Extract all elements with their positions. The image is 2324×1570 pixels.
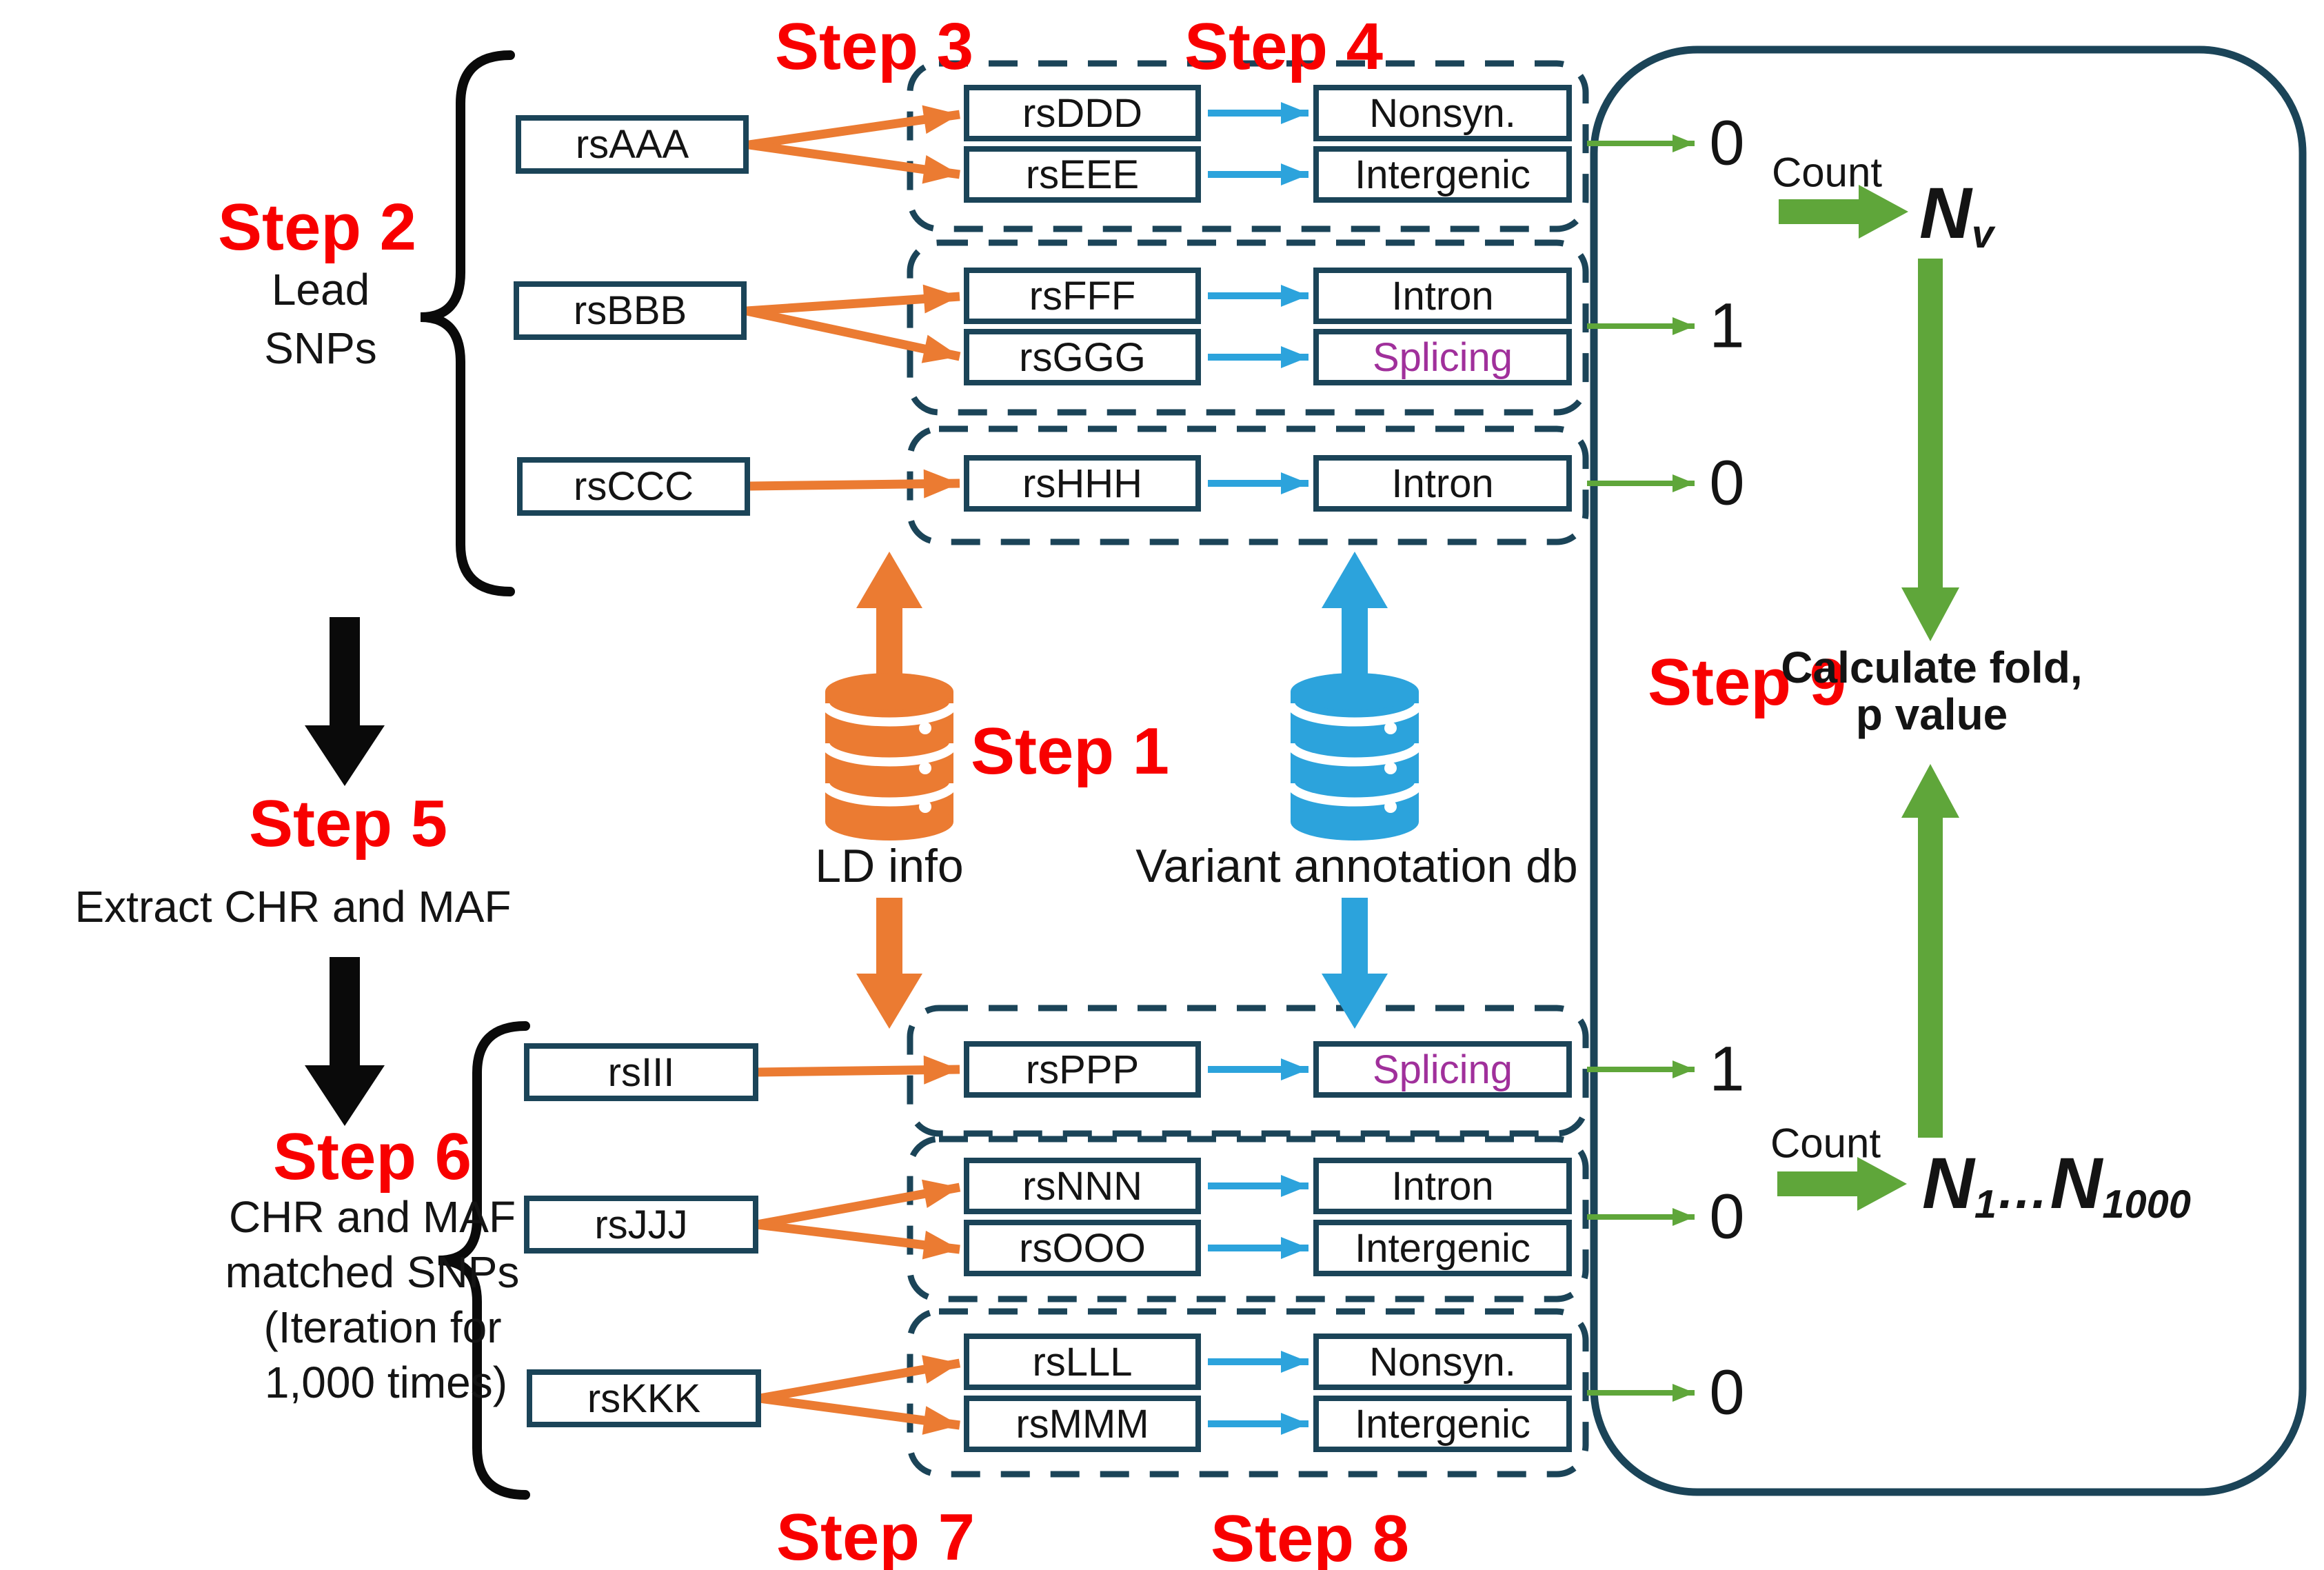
arrow-rsJJJ-rsNNN [756,1179,961,1229]
nseries-base2: N [2050,1143,2103,1224]
step6-desc-line1: CHR and MAF [228,1192,516,1242]
count-bottomgroup2: 0 [1709,1181,1745,1252]
proxy-box-rsPPP: rsPPP [964,1041,1201,1098]
arrow-rsAAA-rsEEE [748,140,960,184]
step2-label: Step 2 [217,190,417,264]
arrow-rsIII-rsPPP [756,1055,960,1085]
proxy-box-rsMMM: rsMMM [964,1396,1201,1452]
proxy-box-rsEEE: rsEEE [964,146,1201,203]
arrow-rsCCC-rsHHH [749,469,960,499]
annotation-box-intron-1: Intron [1313,268,1572,324]
proxy-box-rsFFF: rsFFF [964,268,1201,324]
lead-title-line2: SNPs [264,323,377,373]
nseries-sub1: 1 [1974,1182,1997,1227]
matched-snp-box-rsKKK: rsKKK [527,1369,761,1427]
proxy-box-rsOOO: rsOOO [964,1220,1201,1276]
annotation-box-splicing-1: Splicing [1313,329,1572,385]
annotation-box-intron-2: Intron [1313,455,1572,512]
proxy-box-rsGGG: rsGGG [964,329,1201,385]
count-topgroup2: 1 [1709,290,1745,361]
step6-desc-line4: 1,000 times) [264,1358,508,1407]
nseries-dots: … [1996,1162,2050,1220]
arrow-variantdb-up [1322,552,1388,679]
arrow-step2-to-step5 [305,617,385,786]
nv-subscript: v [1971,212,1994,256]
matched-snp-box-rsIII: rsIII [524,1043,758,1101]
step6-desc-line3: (Iteration for [263,1302,502,1352]
annotation-box-intergenic-2: Intergenic [1313,1220,1572,1276]
arrow-nv-to-calc [1901,259,1959,641]
arrow-variantdb-down [1322,898,1388,1029]
nseries-base1: N [1922,1143,1974,1224]
step7-label: Step 7 [776,1500,976,1570]
lead-snp-box-rsBBB: rsBBB [514,281,747,340]
proxy-box-rsLLL: rsLLL [964,1334,1201,1390]
arrow-rsBBB-rsGGG [745,306,961,363]
step6-desc-line2: matched SNPs [225,1247,520,1297]
step3-label: Step 3 [774,10,974,83]
nv-base: N [1919,173,1972,254]
count-bottomgroup1: 1 [1709,1034,1745,1105]
proxy-box-rsNNN: rsNNN [964,1158,1201,1214]
count-label-top: Count [1771,149,1883,196]
annotation-box-splicing-2: Splicing [1313,1041,1572,1098]
arrow-ld-up [856,552,922,679]
step8-label: Step 8 [1210,1502,1410,1570]
ld-info-label: LD info [815,840,964,892]
lead-snp-box-rsCCC: rsCCC [517,457,750,516]
arrow-nseries-to-calc [1901,764,1959,1138]
proxy-box-rsHHH: rsHHH [964,455,1201,512]
step5-desc: Extract CHR and MAF [74,882,512,932]
step6-label: Step 6 [272,1120,472,1194]
variant-db-label: Variant annotation db [1135,840,1578,892]
calc-line2: p value [1855,690,2008,739]
count-label-bottom: Count [1770,1120,1881,1167]
nv-term: Nv [1919,172,1994,256]
lead-snp-box-rsAAA: rsAAA [516,115,749,174]
matched-snp-box-rsJJJ: rsJJJ [524,1196,758,1254]
step9-container [1590,46,2307,1496]
step5-label: Step 5 [248,787,448,861]
lead-title-line1: Lead [271,265,370,314]
step1-label: Step 1 [970,714,1170,788]
arrow-rsKKK-rsLLL [758,1355,961,1403]
nseries-term: N1…N1000 [1922,1143,2191,1227]
arrow-rsKKK-rsMMM [759,1393,960,1435]
nseries-sub2: 1000 [2102,1182,2191,1227]
arrow-step5-to-step6 [305,957,385,1126]
ld-database-icon [820,673,958,841]
proxy-box-rsDDD: rsDDD [964,85,1201,141]
annotation-box-intergenic-3: Intergenic [1313,1396,1572,1452]
step4-label: Step 4 [1184,10,1384,83]
annotation-box-intron-3: Intron [1313,1158,1572,1214]
annotation-box-nonsyn-1: Nonsyn. [1313,85,1572,141]
arrow-ld-down [856,898,922,1029]
count-bottomgroup3: 0 [1709,1357,1745,1428]
arrow-rsJJJ-rsOOO [756,1220,960,1260]
lead-snps-brace [420,50,515,596]
annotation-box-intergenic-1: Intergenic [1313,146,1572,203]
count-topgroup1: 0 [1709,108,1745,179]
calc-line1: Calculate fold, [1781,643,2083,692]
annotation-box-nonsyn-2: Nonsyn. [1313,1334,1572,1390]
arrow-rsAAA-rsDDD [748,105,960,150]
variant-database-icon [1286,673,1424,841]
count-topgroup3: 0 [1709,447,1745,519]
arrow-rsBBB-rsFFF [746,284,960,316]
